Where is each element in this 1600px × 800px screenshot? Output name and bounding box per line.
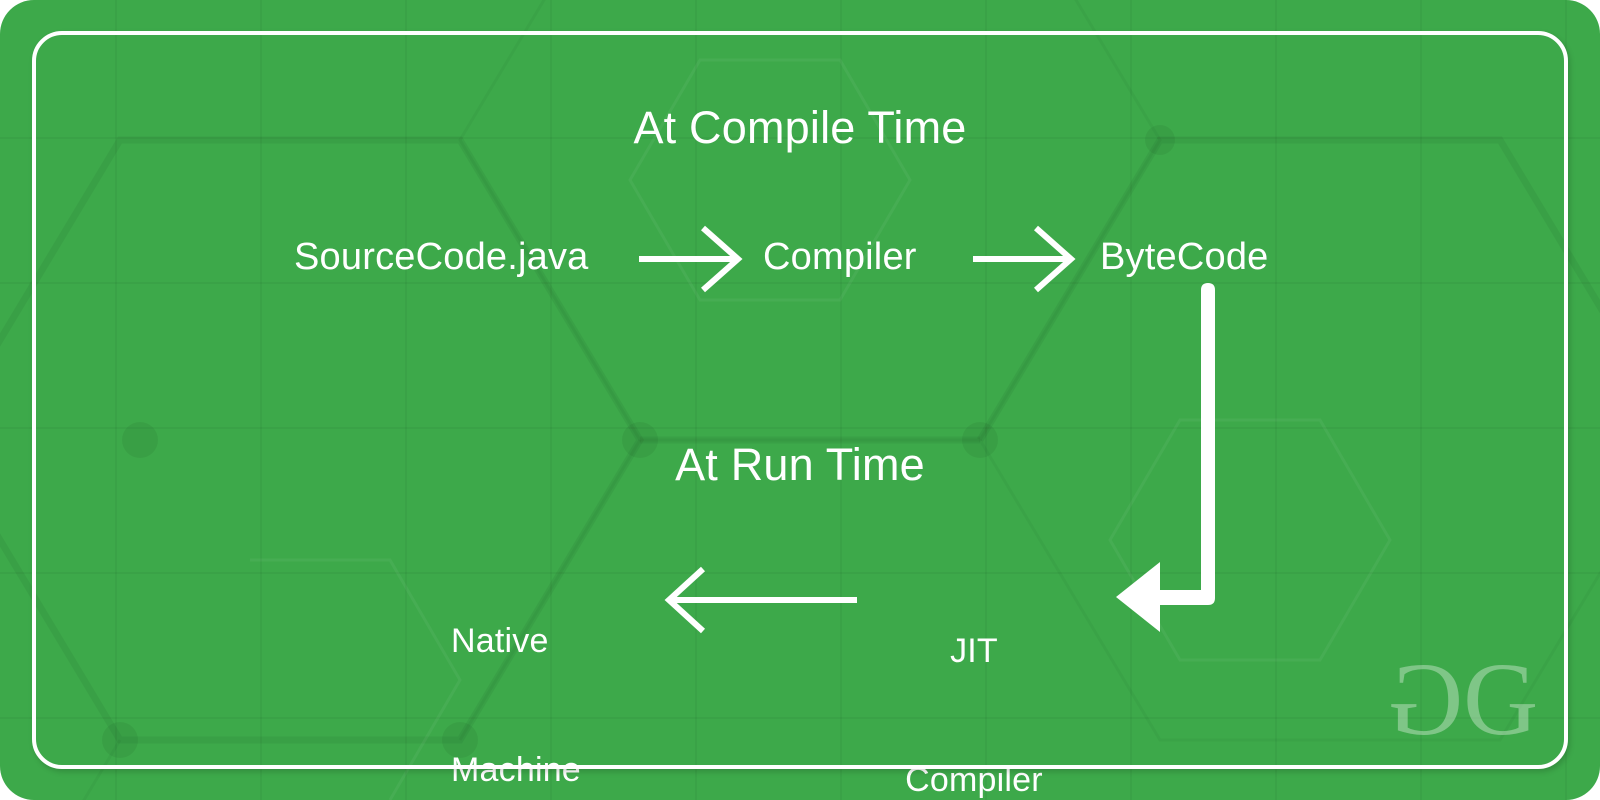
elbow-down-left-arrow-icon: [1116, 283, 1215, 632]
node-compiler: Compiler: [763, 236, 917, 278]
logo-glyph-g: G: [1463, 642, 1538, 757]
heading-at-run-time: At Run Time: [675, 439, 925, 490]
jit-line-1: JIT: [950, 632, 998, 670]
node-source-code: SourceCode.java: [294, 236, 589, 278]
node-bytecode: ByteCode: [1100, 236, 1269, 278]
native-line-1: Native: [451, 622, 549, 660]
right-arrow-icon-2: [973, 225, 1076, 293]
left-arrow-icon: [664, 566, 857, 634]
node-native-machine-code: Native Machine Code: [451, 534, 581, 800]
heading-at-compile-time: At Compile Time: [633, 102, 967, 153]
native-line-2: Machine: [451, 751, 581, 789]
geeksforgeeks-logo: GG: [1392, 642, 1552, 757]
right-arrow-icon-1: [639, 225, 743, 293]
logo-glyph-reversed-g: G: [1392, 642, 1464, 757]
